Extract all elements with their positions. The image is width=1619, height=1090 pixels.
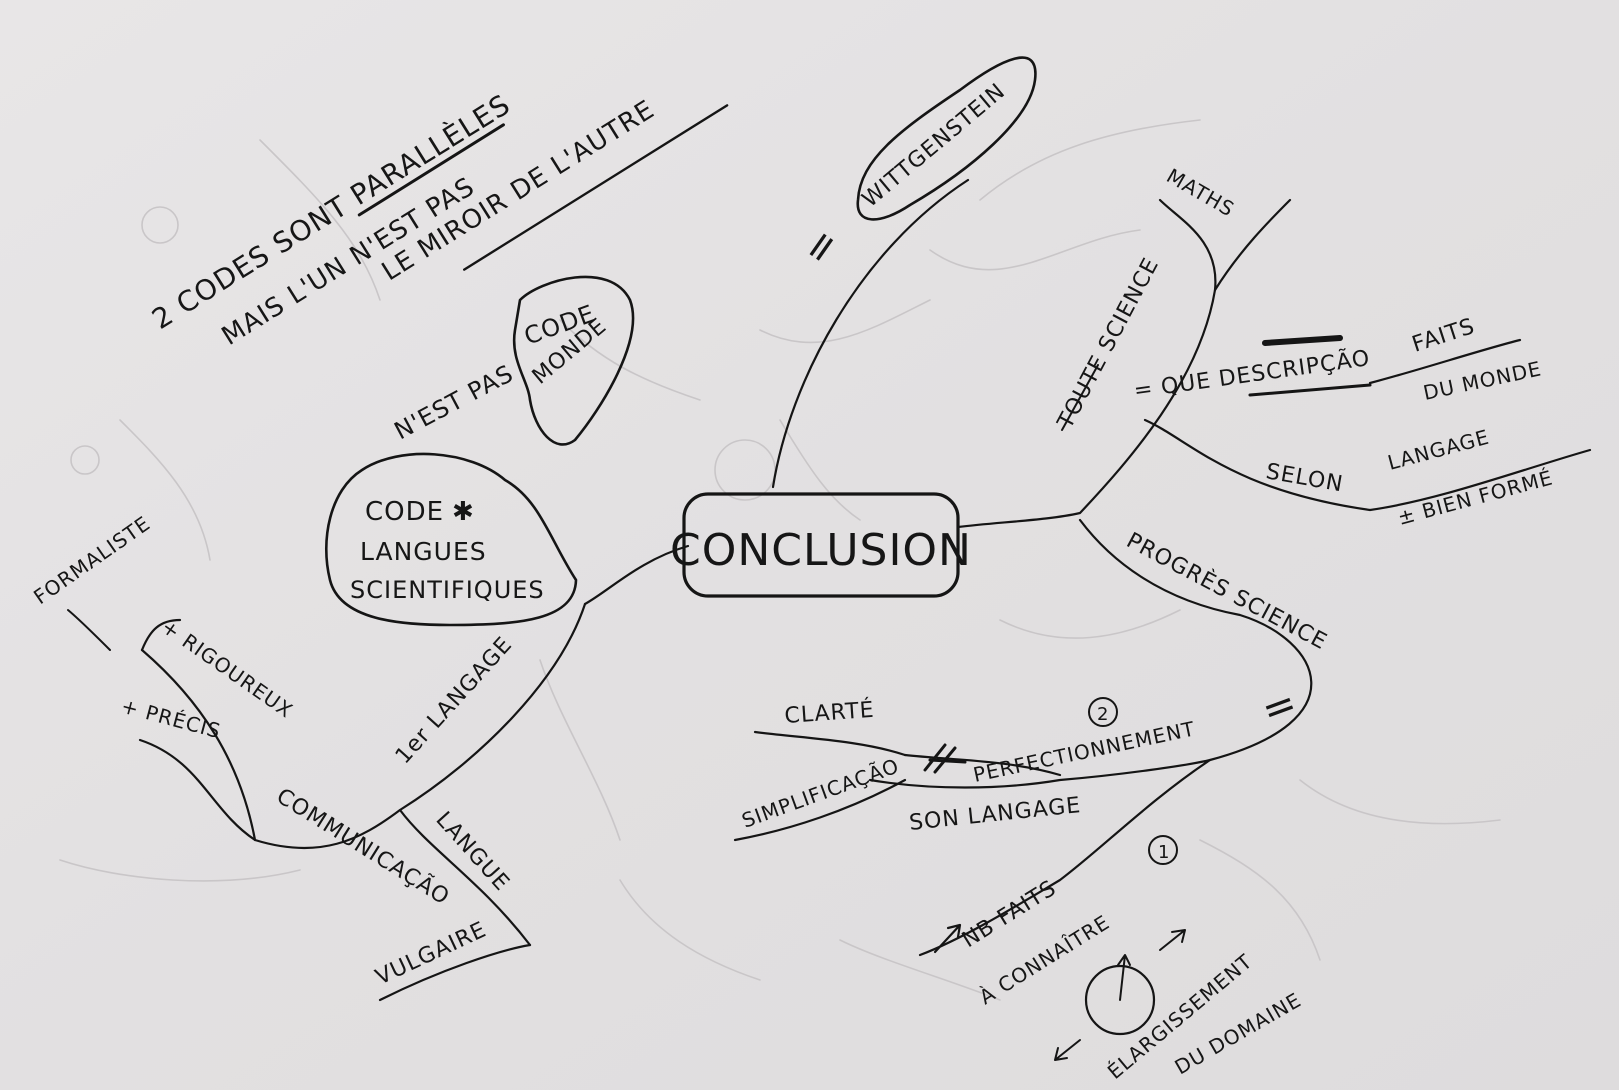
circle-one: [1148, 835, 1178, 865]
bleed-through-marks: [59, 119, 1501, 1001]
toute-underline: [1061, 364, 1099, 431]
up-arrow-left: [933, 923, 962, 954]
center-node[interactable]: CONCLUSION: [670, 492, 972, 598]
circle-two: [1088, 697, 1118, 727]
center-title: CONCLUSION: [670, 525, 972, 576]
branch-lines: [67, 178, 1592, 1002]
expansion-circle: [1084, 964, 1156, 1036]
descrip-underline: [1248, 383, 1372, 397]
expansion-arrow-right: [1159, 929, 1186, 951]
code-star: ✱: [452, 497, 475, 527]
clarte-label: CLARTÉ: [784, 697, 876, 729]
circle-one-label: 1: [1158, 842, 1170, 863]
expansion-arrow-left: [1054, 1039, 1081, 1061]
scribble-mark: [1262, 335, 1343, 346]
code-node[interactable]: CODE LANGUES SCIENTIFIQUES ✱: [324, 452, 578, 627]
not-equal-mark: [923, 743, 967, 774]
expansion-arrow-up: [1117, 954, 1131, 1001]
code-node-line2: LANGUES: [360, 537, 487, 566]
circle-two-label: 2: [1097, 704, 1109, 725]
code-node-line1: CODE: [365, 497, 444, 527]
code-node-line3: SCIENTIFIQUES: [350, 576, 545, 604]
